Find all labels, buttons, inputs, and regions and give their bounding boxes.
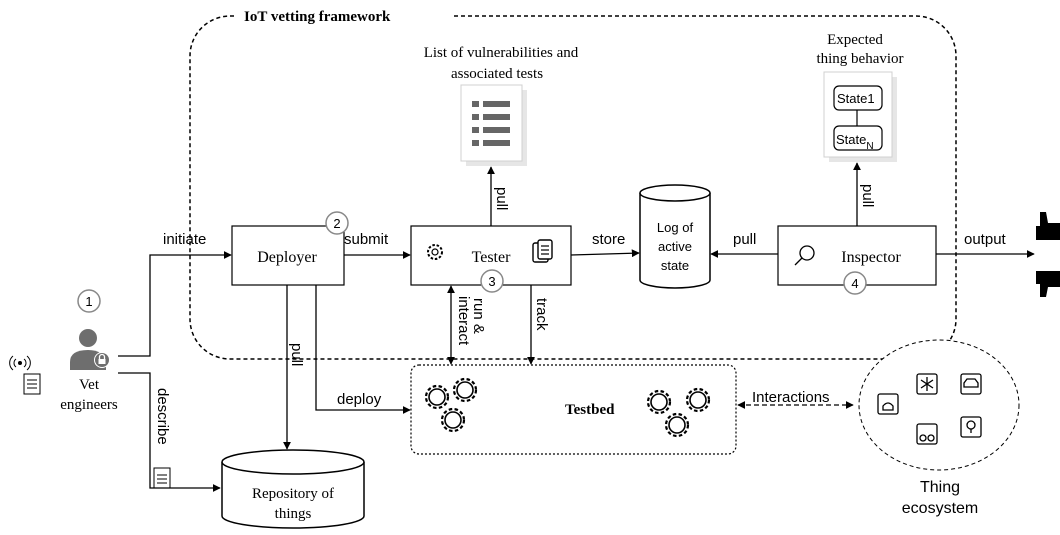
label-initiate: initiate: [163, 231, 206, 248]
svg-text:3: 3: [488, 274, 495, 289]
log-label-1: Log of: [657, 220, 694, 235]
magnifier-icon: [794, 245, 815, 266]
edge-store: [570, 249, 640, 258]
engineers-label-1: Vet: [79, 377, 100, 393]
thumbs-down-icon: [1036, 271, 1060, 297]
label-interactions: Interactions: [752, 389, 830, 406]
label-expected-pull: pull: [859, 184, 876, 207]
ecosystem-label-1: Thing: [920, 479, 960, 496]
step-badge-3: 3: [480, 269, 504, 293]
testbed-label: Testbed: [565, 402, 615, 418]
deployer-box: [231, 225, 345, 286]
inspector-label: Inspector: [841, 249, 901, 266]
label-run-interact-1: run &: [470, 298, 487, 334]
ecosystem-boundary: [858, 339, 1020, 471]
vulnerabilities-label-2: associated tests: [451, 66, 543, 82]
ecosystem-label-2: ecosystem: [902, 500, 978, 517]
label-deploy: deploy: [337, 391, 382, 408]
engineers-label-2: engineers: [60, 397, 118, 413]
step-badge-1: 1: [77, 289, 101, 313]
repository-database: [221, 449, 365, 529]
framework-boundary: [189, 15, 957, 360]
label-track: track: [533, 298, 550, 331]
stateN-label: StateN: [836, 132, 874, 152]
edge-initiate: [118, 251, 232, 357]
log-label-3: state: [661, 258, 689, 273]
step-badge-4: 4: [843, 271, 867, 295]
label-describe: describe: [154, 388, 171, 445]
state-machine-icon: [823, 71, 897, 162]
svg-text:1: 1: [85, 294, 92, 309]
framework-title: IoT vetting framework: [244, 9, 391, 25]
deployer-label: Deployer: [257, 249, 317, 266]
label-run-interact-2: interact: [455, 296, 472, 346]
svg-text:2: 2: [333, 216, 340, 231]
engineer-icon: [70, 329, 110, 370]
repository-label-1: Repository of: [252, 486, 334, 502]
label-inspector-pull: pull: [733, 231, 756, 248]
vulnerabilities-label-1: List of vulnerabilities and: [424, 45, 579, 61]
expected-label-2: thing behavior: [816, 51, 903, 67]
gears-icon: [427, 244, 443, 260]
svg-text:4: 4: [851, 276, 858, 291]
label-repo-pull: pull: [288, 343, 305, 366]
edge-describe: [118, 372, 221, 492]
repository-label-2: things: [275, 506, 312, 522]
wireless-device-icon: [9, 355, 41, 395]
log-database: [639, 184, 711, 289]
ecosystem-devices: [877, 373, 982, 445]
state1-label: State1: [837, 91, 875, 106]
log-label-2: active: [658, 239, 692, 254]
label-store: store: [592, 231, 625, 248]
step-badge-2: 2: [325, 211, 349, 235]
label-submit: submit: [344, 231, 389, 248]
expected-label-1: Expected: [827, 32, 883, 48]
testbed-box: [410, 364, 737, 455]
edge-deploy: [315, 285, 411, 414]
task-list-icon: [532, 239, 553, 263]
description-doc-icon: [153, 467, 171, 489]
thumbs-up-icon: [1036, 212, 1060, 240]
label-output: output: [964, 231, 1007, 248]
tester-label: Tester: [472, 249, 512, 266]
label-vuln-pull: pull: [493, 187, 510, 210]
vulnerability-list-icon: [460, 84, 527, 166]
